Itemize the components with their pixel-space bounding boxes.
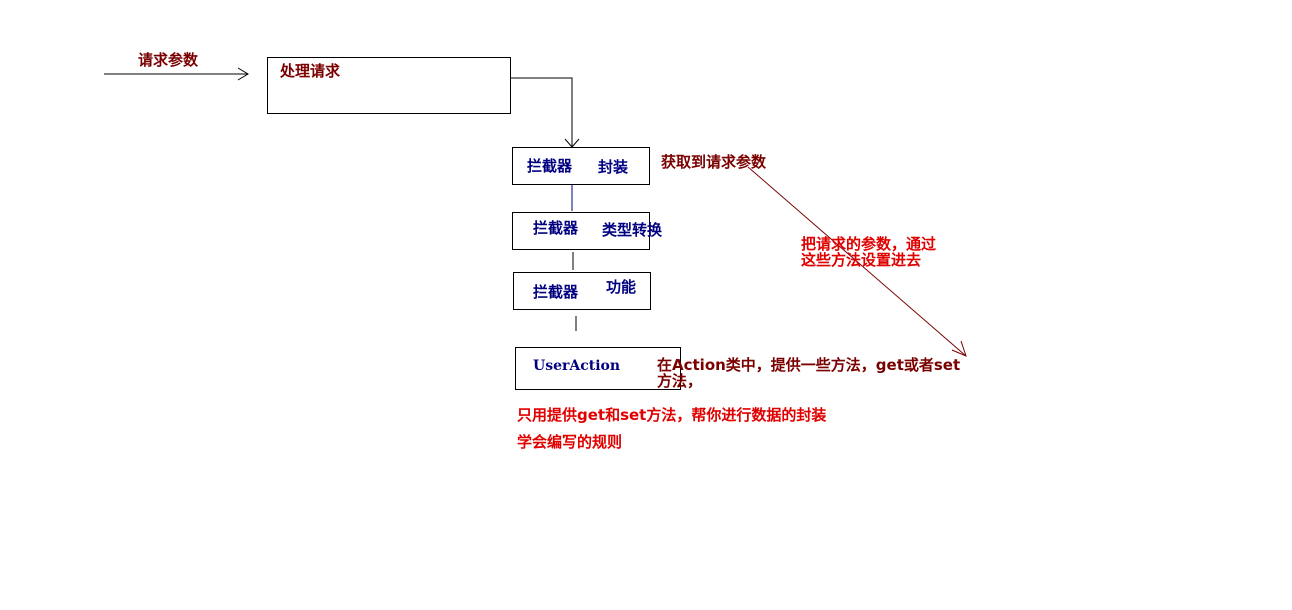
diagonal-arrow-head — [951, 340, 967, 357]
request-params-label: 请求参数 — [138, 51, 199, 69]
set-params-label-line2: 这些方法设置进去 — [801, 251, 922, 269]
action-methods-label-line1: 在Action类中，提供一些方法，get或者set — [657, 356, 961, 374]
encapsulate-label: 封装 — [598, 158, 629, 176]
get-request-params-label: 获取到请求参数 — [661, 153, 767, 171]
action-methods-label-line2: 方法， — [657, 372, 703, 390]
interceptor-label-2: 拦截器 — [533, 219, 579, 237]
interceptor-label-3: 拦截器 — [533, 283, 579, 301]
interceptor-type-conversion-box — [512, 212, 650, 250]
input-arrow-head — [237, 67, 249, 81]
interceptor-label-1: 拦截器 — [527, 157, 573, 175]
user-action-box — [515, 347, 681, 390]
type-conversion-label: 类型转换 — [602, 221, 663, 239]
handle-request-label: 处理请求 — [280, 62, 341, 80]
interceptor-encapsulate-box — [512, 147, 650, 185]
handle-request-box — [267, 57, 511, 114]
set-params-label-line1: 把请求的参数，通过 — [801, 235, 937, 253]
function-label: 功能 — [606, 278, 637, 296]
user-action-label: UserAction — [533, 358, 621, 374]
connector-handle-to-interceptor — [510, 77, 573, 147]
learn-rules-label: 学会编写的规则 — [517, 433, 623, 451]
diagonal-arrow-line — [747, 166, 967, 357]
only-get-set-label: 只用提供get和set方法，帮你进行数据的封装 — [517, 406, 827, 424]
interceptor-function-box — [513, 272, 651, 310]
